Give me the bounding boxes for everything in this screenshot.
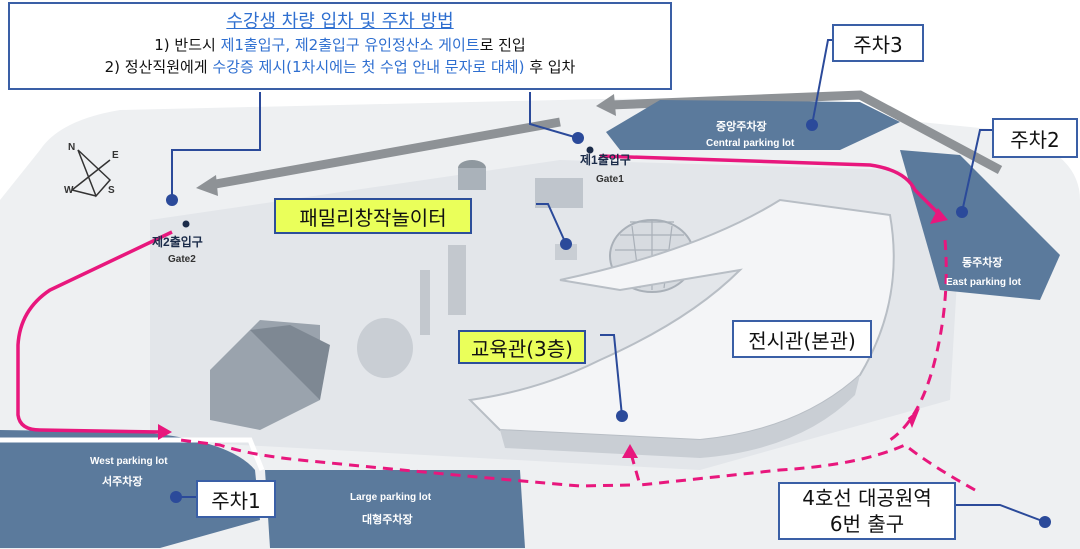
compass-icon [71, 149, 112, 198]
cylinder-body [458, 168, 486, 190]
compass-e: E [112, 150, 119, 161]
road-arrow-right-head [596, 94, 616, 116]
callout-parking2: 주차2 [992, 118, 1078, 158]
west-parking-label-en: West parking lot [90, 456, 168, 467]
large-parking-label-en: Large parking lot [350, 492, 432, 503]
gate2-label-ko: 제2출입구 [152, 234, 203, 249]
compass-s: S [108, 185, 115, 196]
callout-exhibition-hall: 전시관(본관) [732, 320, 872, 358]
callout-family-playground: 패밀리창작놀이터 [274, 198, 472, 234]
callout-parking1: 주차1 [196, 480, 276, 518]
instruction-line-2: 2) 정산직원에게 수강증 제시(1차시에는 첫 수업 안내 문자로 대체) 후… [104, 58, 576, 76]
parking-instructions-box: 수강생 차량 입차 및 주차 방법 1) 반드시 제1출입구, 제2출입구 유인… [8, 2, 672, 90]
dome-grid [615, 220, 690, 290]
route-walk-east [889, 239, 948, 442]
building-round-tank [357, 318, 413, 378]
callout-subway-exit: 4호선 대공원역 6번 출구 [778, 482, 956, 540]
route-entry-gate2 [16, 230, 173, 434]
road-arrow-top-head [196, 175, 218, 196]
gate1-label-ko: 제1출입구 [580, 152, 631, 167]
callout-parking3: 주차3 [832, 24, 924, 62]
tower-a [448, 245, 466, 315]
route-entry-gate1 [599, 154, 942, 217]
route-walk-south-arrow [622, 444, 638, 458]
large-parking-label-ko: 대형주차장 [362, 512, 413, 526]
central-parking-label-ko: 중앙주차장 [716, 119, 767, 133]
west-large-divider [0, 437, 265, 471]
compass-n: N [68, 142, 75, 153]
building-left-glass-2 [250, 325, 330, 400]
west-parking-label-ko: 서주차장 [102, 474, 142, 488]
subway-station: 4호선 대공원역 [802, 486, 932, 510]
leader-lines [171, 39, 1046, 523]
tower-b [420, 270, 430, 335]
gate2-label-en: Gate2 [168, 254, 196, 265]
route-walk-south [628, 443, 976, 492]
route-arrow-west [158, 424, 172, 440]
route-arrow-east [930, 208, 948, 224]
east-parking-label-ko: 동주차장 [962, 255, 1002, 269]
gate1-dot [586, 146, 594, 154]
exhibition-hall-side [500, 375, 860, 458]
compass-w: W [64, 185, 74, 196]
instructions-title: 수강생 차량 입차 및 주차 방법 [226, 11, 454, 32]
route-walk-east-arrow [908, 408, 920, 428]
gate2-dot [182, 220, 190, 228]
road-arrow-top [209, 117, 561, 190]
route-walk-west [179, 438, 631, 488]
central-parking-lot [606, 100, 900, 150]
subway-exit-number: 6번 출구 [829, 512, 905, 536]
callout-education-hall: 교육관(3층) [458, 330, 586, 364]
gate1-label-en: Gate1 [596, 174, 624, 185]
large-parking-lot [265, 470, 525, 548]
instruction-line-1: 1) 반드시 제1출입구, 제2출입구 유인정산소 게이트로 진입 [154, 36, 526, 54]
central-parking-label-en: Central parking lot [706, 138, 795, 149]
east-parking-lot [900, 150, 1060, 300]
small-pavilion [555, 244, 577, 260]
location-markers [166, 119, 1051, 528]
west-parking-lot [0, 430, 260, 548]
east-parking-label-en: East parking lot [946, 277, 1022, 288]
